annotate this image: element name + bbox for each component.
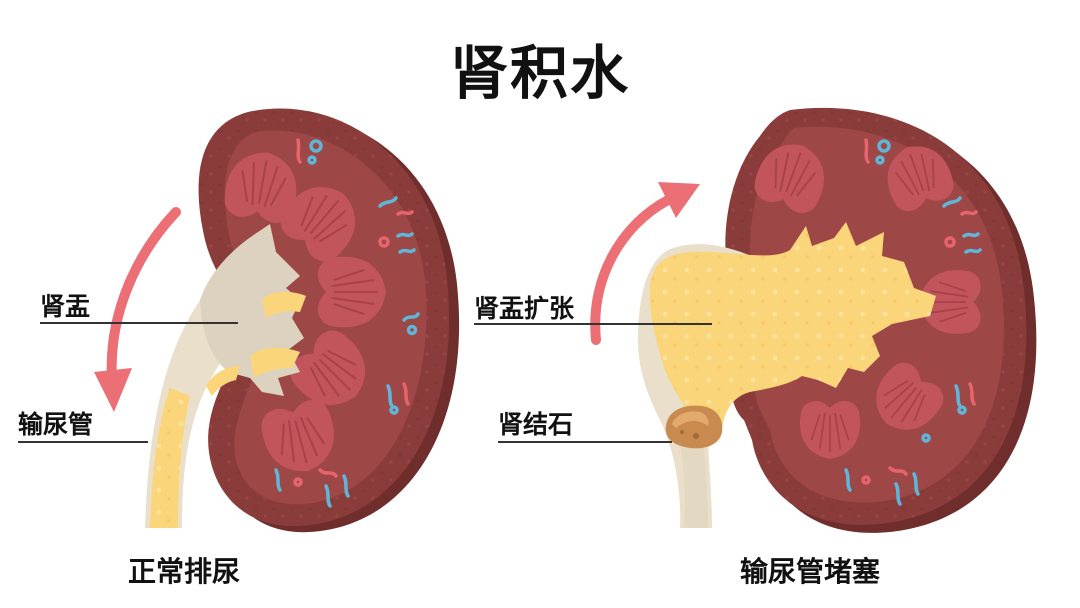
label-kidney-stone: 肾结石 (498, 410, 574, 439)
leader-line-kidney-stone (498, 441, 672, 443)
label-renal-pelvis: 肾盂 (40, 292, 91, 321)
caption-ureter-obstruction: 输尿管堵塞 (740, 555, 881, 588)
leader-line-renal-pelvis (40, 322, 238, 324)
caption-normal-urination: 正常排尿 (128, 555, 241, 588)
vessels (274, 138, 420, 508)
kidney-stone (665, 405, 723, 449)
leader-line-ureter (18, 441, 148, 443)
page-title: 肾积水 (449, 39, 630, 107)
flow-arrow-up (590, 195, 673, 345)
leader-line-dilated-renal-pelvis (474, 323, 712, 325)
vessels (844, 138, 982, 506)
flow-arrow-down (106, 207, 181, 385)
hydronephrosis-kidney (590, 107, 1037, 533)
label-ureter: 输尿管 (18, 410, 94, 439)
label-dilated-renal-pelvis: 肾盂扩张 (474, 294, 575, 323)
normal-kidney (94, 108, 460, 533)
